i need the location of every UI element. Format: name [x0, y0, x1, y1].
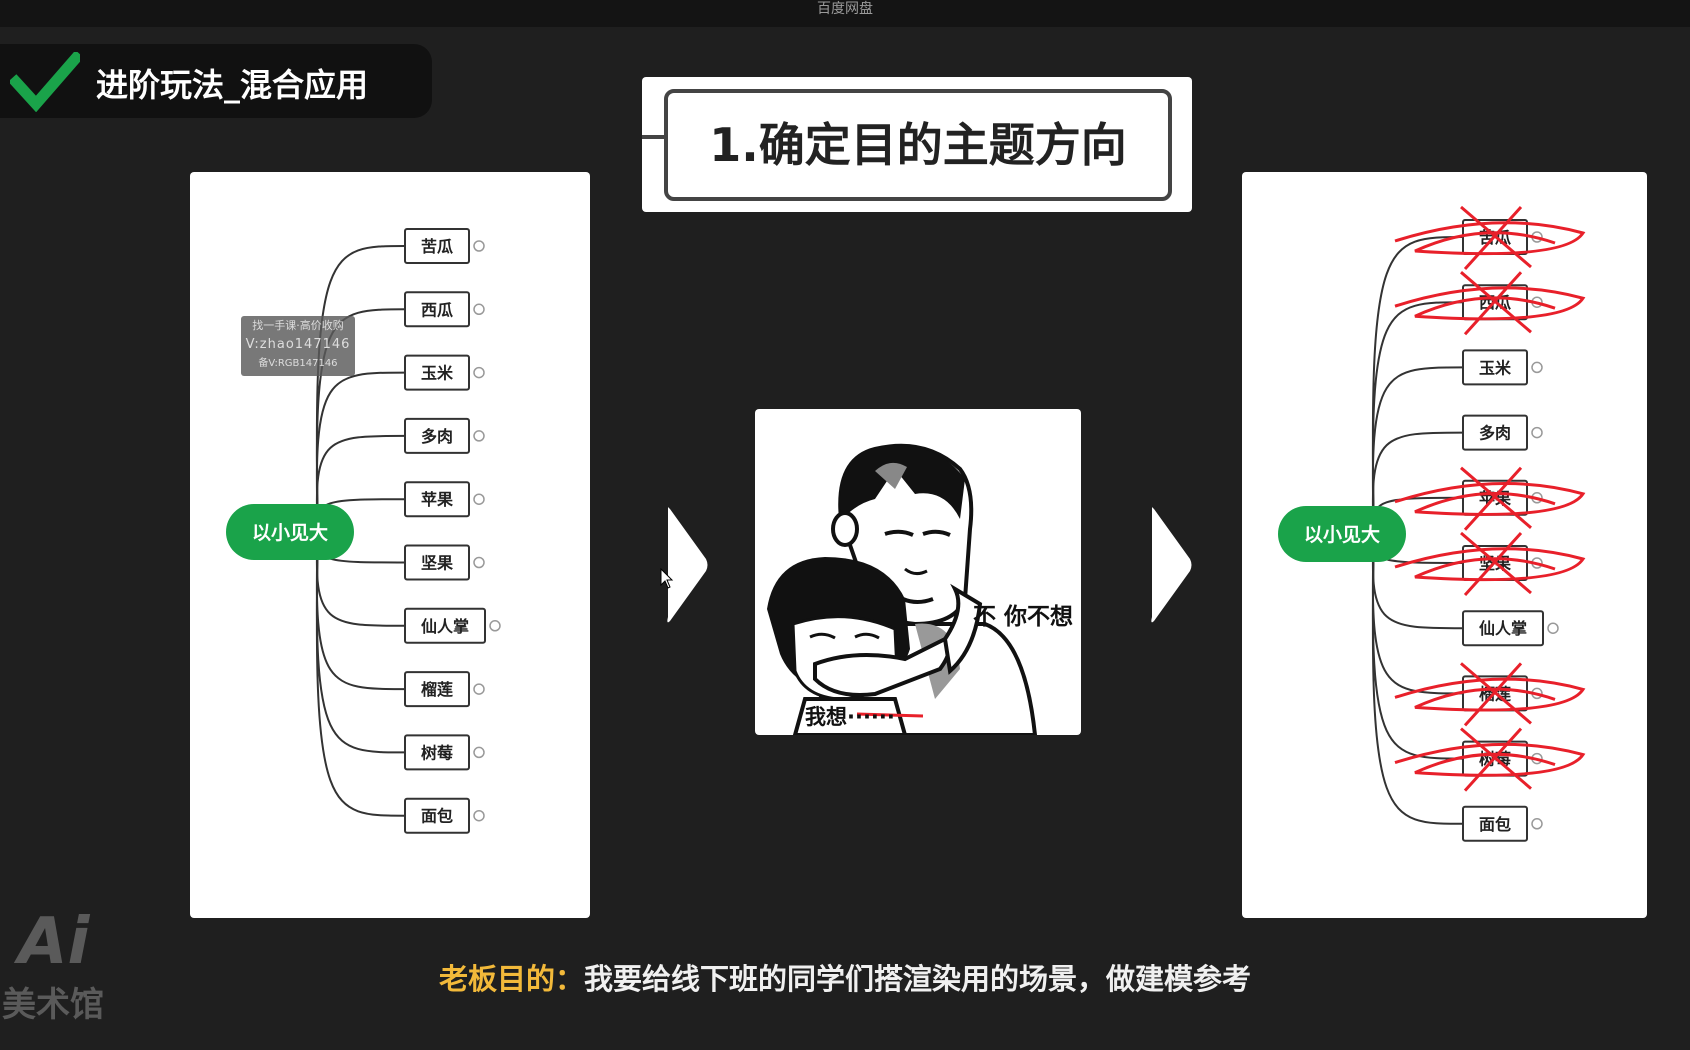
mindmap-node-marker-icon	[1547, 622, 1559, 634]
meme-caption-right: 不 你不想	[973, 604, 1074, 630]
cross-out-mark	[1460, 531, 1532, 597]
right-arrow-icon	[1151, 506, 1192, 623]
mindmap-node-marker-icon	[1531, 426, 1543, 439]
strike-scribble	[1394, 221, 1586, 256]
mindmap-node-label: 苹果	[421, 490, 453, 509]
subtitle-label: 老板目的：	[438, 962, 584, 996]
mindmap-node-box	[404, 797, 470, 834]
mindmap-node-box	[404, 228, 470, 264]
watermark-line3: 备V:RGB147146	[258, 358, 338, 369]
logo-name-text: 美术馆	[2, 985, 104, 1025]
section-badge: 进阶玩法_混合应用	[0, 44, 432, 118]
step-title-card: 1.确定目的主题方向	[642, 77, 1192, 212]
mindmap-node-marker-icon	[473, 303, 485, 316]
window-title: 百度网盘	[817, 1, 873, 17]
mindmap-node-label: 面包	[1479, 815, 1511, 834]
mindmap-node-marker-icon	[473, 240, 485, 252]
cross-out-mark	[1460, 205, 1532, 271]
subtitle-text: 我要给线下班的同学们搭渲染用的场景，做建模参考	[584, 962, 1252, 996]
mindmap-node-box	[404, 481, 470, 518]
mindmap-node-label: 坚果	[421, 554, 453, 573]
mindmap-root-node	[1278, 506, 1406, 562]
connector-stub	[642, 135, 666, 139]
meme-caption-bottom: 我想······	[805, 705, 895, 729]
watermark: 找一手课·高价收购 V:zhao147146 备V:RGB147146	[241, 316, 355, 376]
strike-scribble	[1394, 482, 1586, 516]
strike-scribble	[1394, 677, 1586, 712]
mindmap-node-marker-icon	[473, 493, 485, 505]
right-arrow-icon	[667, 506, 708, 623]
mindmap-node-box	[404, 734, 470, 771]
mindmap-left-panel: 苦瓜西瓜玉米多肉苹果坚果仙人掌榴莲树莓面包 以小见大 找一手课·高价收购 V:zh…	[190, 172, 590, 918]
strike-scribble	[1394, 742, 1586, 777]
meme-illustration	[767, 443, 1038, 735]
mindmap-node-label: 仙人掌	[421, 617, 469, 636]
mindmap-node-label: 玉米	[1479, 358, 1512, 377]
mindmap-node-box	[404, 291, 470, 328]
section-badge-label: 进阶玩法_混合应用	[96, 66, 369, 104]
window-title-bar: 百度网盘	[0, 0, 1690, 27]
step-title: 1.确定目的主题方向	[664, 89, 1172, 201]
mindmap-branch-line	[315, 434, 406, 533]
cross-out-mark	[1460, 662, 1532, 727]
mouse-cursor-icon	[660, 568, 674, 589]
watermark-line2: V:zhao147146	[245, 337, 351, 352]
mindmap-node-box	[1462, 414, 1528, 451]
mindmap-node-marker-icon	[473, 430, 485, 442]
mindmap-node-box	[404, 671, 470, 708]
strike-scribble	[1394, 547, 1586, 582]
mindmap-node-label: 仙人掌	[1479, 619, 1527, 638]
strike-scribble	[1394, 286, 1586, 321]
mindmap-branch-line	[315, 245, 406, 533]
mindmap-node-marker-icon	[1531, 361, 1543, 374]
mindmap-node-label: 多肉	[1479, 424, 1511, 443]
mindmap-branch-line	[315, 531, 406, 754]
mindmap-node-marker-icon	[473, 366, 485, 379]
mindmap-node-label: 面包	[421, 807, 453, 826]
mindmap-node-box	[1462, 610, 1544, 647]
mindmap-node-box	[1462, 805, 1528, 842]
mindmap-node-label: 西瓜	[421, 300, 453, 319]
mindmap-node-marker-icon	[473, 746, 485, 759]
mindmap-node-label: 玉米	[421, 364, 454, 383]
mindmap-node-marker-icon	[473, 809, 485, 822]
watermark-line1: 找一手课·高价收购	[252, 319, 344, 332]
mindmap-node-label: 苦瓜	[421, 237, 453, 256]
mindmap-node-marker-icon	[473, 556, 485, 569]
cross-out-mark	[1460, 271, 1532, 336]
ai-museum-logo: Ai 美术馆	[0, 905, 120, 1050]
cross-out-mark	[1460, 727, 1532, 792]
mindmap-node-label: 榴莲	[421, 680, 453, 699]
mindmap-node-box	[404, 354, 470, 391]
cross-out-mark	[1460, 466, 1532, 531]
mindmap-branch-line	[315, 371, 406, 533]
subtitle: 老板目的：我要给线下班的同学们搭渲染用的场景，做建模参考	[0, 956, 1690, 998]
mindmap-branch-line	[1371, 431, 1464, 535]
mindmap-node-box	[404, 417, 470, 454]
mindmap-root-label: 以小见大	[252, 521, 328, 544]
mindmap-node-label: 树莓	[421, 743, 453, 762]
mindmap-node-label: 多肉	[421, 427, 453, 446]
meme-image: 不 你不想 我想······	[755, 409, 1081, 735]
logo-ai-text: Ai	[18, 905, 90, 979]
mindmap-node-marker-icon	[473, 683, 485, 695]
mindmap-root-label: 以小见大	[1304, 523, 1380, 546]
mindmap-right-panel: 苦瓜西瓜玉米多肉苹果坚果仙人掌榴莲树莓面包以小见大	[1242, 172, 1647, 918]
checkmark-icon	[10, 52, 80, 112]
mindmap-branch-line	[315, 531, 406, 817]
mindmap-branch-line	[1371, 533, 1464, 760]
mindmap-node-marker-icon	[489, 620, 501, 632]
mindmap-branch-line	[1371, 533, 1464, 825]
mindmap-root-node	[226, 504, 354, 560]
mindmap-node-box	[1462, 349, 1528, 386]
mindmap-branch-line	[1371, 366, 1464, 535]
mindmap-node-box	[404, 607, 486, 644]
mindmap-node-marker-icon	[1531, 818, 1543, 830]
mindmap-node-box	[404, 544, 470, 581]
